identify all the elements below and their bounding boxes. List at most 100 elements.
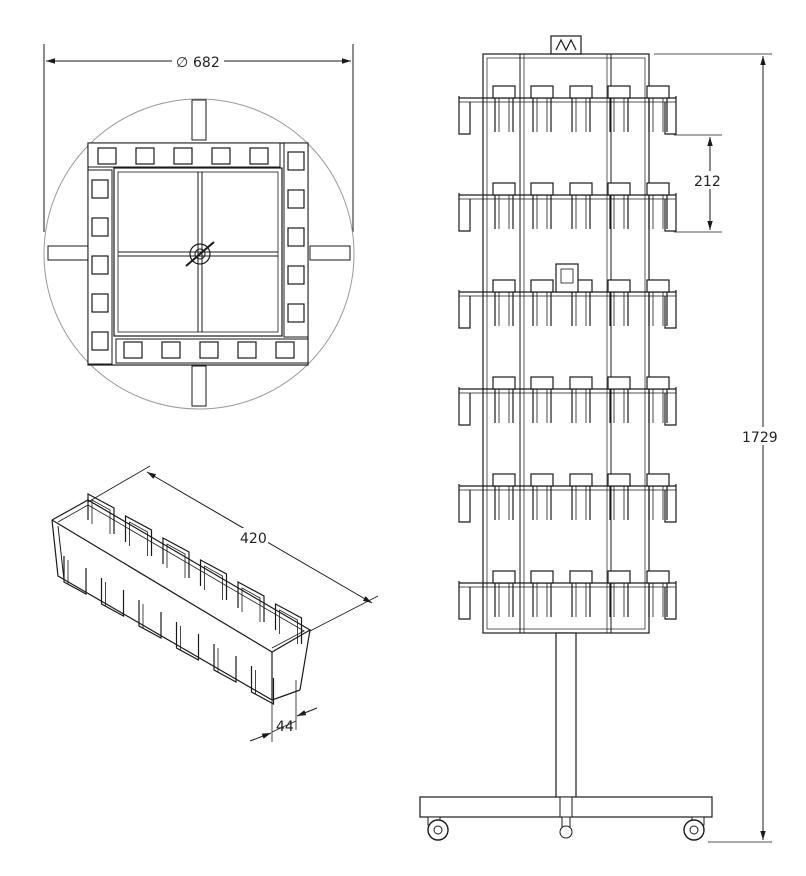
tier-hook-top bbox=[646, 279, 670, 293]
pole-and-base bbox=[419, 632, 713, 839]
tier-right-end bbox=[664, 290, 677, 329]
basket-divider-inner bbox=[91, 499, 111, 534]
bottom-slot bbox=[237, 341, 257, 359]
shelf-tier bbox=[458, 473, 677, 523]
basket-divider-inner bbox=[129, 521, 148, 556]
tier-right-end bbox=[664, 96, 677, 135]
basket-divider-bottom bbox=[250, 666, 275, 706]
basket-divider-bottom bbox=[138, 600, 162, 640]
total-height-dimension: 1729 bbox=[654, 53, 784, 843]
bottom-slot bbox=[199, 341, 219, 359]
shelf-spacing-dimension: 212 bbox=[674, 134, 726, 233]
basket-divider-bottom bbox=[175, 622, 200, 662]
tier-right-end bbox=[664, 193, 677, 232]
basket-length-label: 420 bbox=[240, 531, 267, 547]
front-view: 212 1729 bbox=[419, 35, 784, 843]
tier-hook-top bbox=[492, 473, 516, 487]
basket-end-wire bbox=[299, 629, 311, 691]
shelf-tier bbox=[458, 182, 677, 232]
inner-panels bbox=[113, 167, 283, 337]
right-slot bbox=[287, 189, 305, 209]
shelf-tiers bbox=[458, 85, 677, 620]
right-slot bbox=[287, 227, 305, 247]
top-slot bbox=[97, 147, 117, 165]
basket-end-wire bbox=[57, 525, 65, 581]
basket-divider-inner bbox=[279, 609, 298, 644]
center-hanger bbox=[555, 263, 579, 293]
diameter-dimension: ∅ 682 bbox=[43, 44, 354, 232]
tier-hook-top bbox=[646, 85, 670, 99]
tier-hook-top bbox=[492, 85, 516, 99]
left-slot bbox=[91, 217, 109, 237]
casters bbox=[427, 816, 705, 841]
tier-left-end bbox=[458, 387, 471, 426]
slot-width-label: 44 bbox=[276, 719, 294, 735]
tier-hook-top bbox=[607, 279, 631, 293]
right-slot bbox=[287, 265, 305, 285]
right-slot bbox=[287, 303, 305, 323]
tier-hook-top bbox=[530, 85, 554, 99]
tier-hook-top bbox=[492, 376, 516, 390]
top-slot bbox=[135, 147, 155, 165]
basket-divider-inner bbox=[241, 587, 261, 622]
shelf-tier bbox=[458, 570, 677, 620]
tier-hook-top bbox=[569, 473, 593, 487]
basket-length-dimension: 420 bbox=[87, 465, 379, 632]
bottom-strip bbox=[115, 338, 309, 364]
diameter-label: 682 bbox=[193, 55, 220, 71]
left-slot bbox=[91, 293, 109, 313]
tier-hook-top bbox=[646, 570, 670, 584]
basket-bottom-rail bbox=[51, 519, 273, 701]
basket-divider-inner bbox=[204, 565, 223, 600]
left-slot bbox=[91, 331, 109, 351]
top-slot bbox=[173, 147, 193, 165]
base-legs bbox=[47, 99, 351, 407]
bottom-slot bbox=[161, 341, 181, 359]
basket-end-wire bbox=[271, 689, 301, 701]
basket-divider-top bbox=[274, 602, 303, 644]
diameter-symbol: ∅ bbox=[176, 55, 188, 71]
slot-width-dimension: 44 bbox=[249, 680, 318, 742]
basket-divider-bottom bbox=[63, 556, 87, 596]
top-strip bbox=[87, 142, 281, 168]
wire-basket bbox=[51, 492, 312, 706]
bottom-slot bbox=[123, 341, 143, 359]
tier-hook-top bbox=[607, 85, 631, 99]
tier-hook-top bbox=[646, 182, 670, 196]
tier-right-end bbox=[664, 581, 677, 620]
left-slot bbox=[91, 255, 109, 275]
tier-hook-top bbox=[530, 279, 554, 293]
tier-right-end bbox=[664, 484, 677, 523]
top-view: ∅ 682 bbox=[43, 44, 355, 410]
top-sign bbox=[550, 35, 582, 55]
tier-left-end bbox=[458, 484, 471, 523]
basket-divider-top bbox=[87, 492, 115, 534]
bottom-slot bbox=[275, 341, 295, 359]
rotation-circle bbox=[43, 98, 355, 410]
top-slot bbox=[211, 147, 231, 165]
tier-hook-top bbox=[569, 85, 593, 99]
tier-hook-top bbox=[569, 182, 593, 196]
basket-divider-bottom bbox=[213, 644, 237, 684]
tier-hook-top bbox=[607, 376, 631, 390]
tier-hook-top bbox=[530, 473, 554, 487]
top-slot bbox=[249, 147, 269, 165]
tier-hook-top bbox=[646, 473, 670, 487]
tier-hook-top bbox=[530, 182, 554, 196]
tier-hook-top bbox=[607, 182, 631, 196]
shelf-tier bbox=[458, 376, 677, 426]
tier-left-end bbox=[458, 193, 471, 232]
top-shelves bbox=[87, 142, 309, 365]
tier-hook-top bbox=[646, 376, 670, 390]
tier-hook-top bbox=[569, 376, 593, 390]
tier-hook-top bbox=[492, 279, 516, 293]
total-height-label: 1729 bbox=[742, 430, 778, 446]
tier-left-end bbox=[458, 581, 471, 620]
tier-hook-top bbox=[607, 570, 631, 584]
tier-hook-top bbox=[492, 182, 516, 196]
shelf-tier bbox=[458, 85, 677, 135]
tier-hook-top bbox=[530, 376, 554, 390]
tier-hook-top bbox=[607, 473, 631, 487]
tier-hook-top bbox=[569, 570, 593, 584]
